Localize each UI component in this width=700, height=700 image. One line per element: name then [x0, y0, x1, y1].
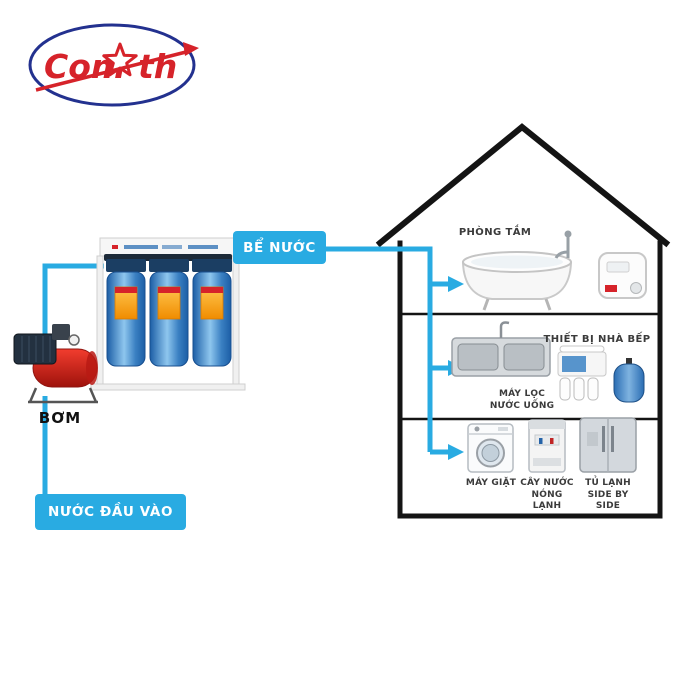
filter-cylinder-3 [192, 259, 232, 367]
pump-label: BƠM [38, 409, 82, 427]
water-purifier-icon [557, 345, 607, 401]
kitchen-label: THIẾT BỊ NHÀ BẾP [543, 334, 651, 345]
house-outline [375, 123, 671, 519]
filter-cylinder-1 [106, 259, 146, 367]
bathtub-faucet-icon [554, 230, 572, 259]
fridge-label: TỦ LẠNH SIDE BY SIDE [585, 478, 631, 512]
filter-base [90, 383, 246, 391]
bathroom-label: PHÒNG TẮM [458, 227, 532, 238]
pump-stand [28, 387, 98, 404]
filter-right-leg [232, 255, 240, 387]
brand-logo: Com th [28, 23, 199, 107]
logo-ellipse [28, 23, 196, 107]
water-filter-unit [90, 237, 246, 391]
bathtub-icon [461, 230, 573, 311]
water-heater-icon [598, 252, 647, 299]
purifier-label: MÁY LỌC NƯỚC UỐNG [489, 389, 555, 411]
logo-arrow-shaft [35, 50, 187, 92]
washer-label: MÁY GIẶT [465, 478, 517, 488]
pump-tank-cap [86, 351, 98, 385]
arrow-bathroom-icon [448, 276, 464, 292]
tank-label-badge: BỂ NƯỚC [233, 231, 326, 264]
logo-text-right: th [138, 47, 177, 86]
filter-cylinder-2 [149, 259, 189, 367]
house-roof [375, 123, 671, 248]
house-walls [397, 240, 663, 519]
sink-faucet-icon [499, 321, 510, 338]
arrow-utility-icon [448, 444, 464, 460]
logo-arrow-head-icon [183, 42, 199, 56]
washing-machine-icon [467, 423, 514, 473]
refrigerator-icon [579, 417, 637, 473]
pressure-tank-icon [613, 358, 645, 403]
pump-gauge-icon [68, 334, 80, 346]
pump-head [52, 324, 70, 340]
dispenser-label: CÂY NƯỚC NÓNG LẠNH [520, 478, 574, 512]
inlet-label-badge: NƯỚC ĐẦU VÀO [35, 494, 186, 530]
pump-motor-fins [21, 336, 51, 362]
kitchen-sink-icon [451, 321, 551, 377]
filter-brand-marks [112, 245, 218, 249]
water-flow-pipes [42, 246, 449, 497]
water-dispenser-icon [528, 419, 566, 473]
pipe-pump-to-filter [42, 263, 104, 342]
water-pump [13, 324, 98, 404]
